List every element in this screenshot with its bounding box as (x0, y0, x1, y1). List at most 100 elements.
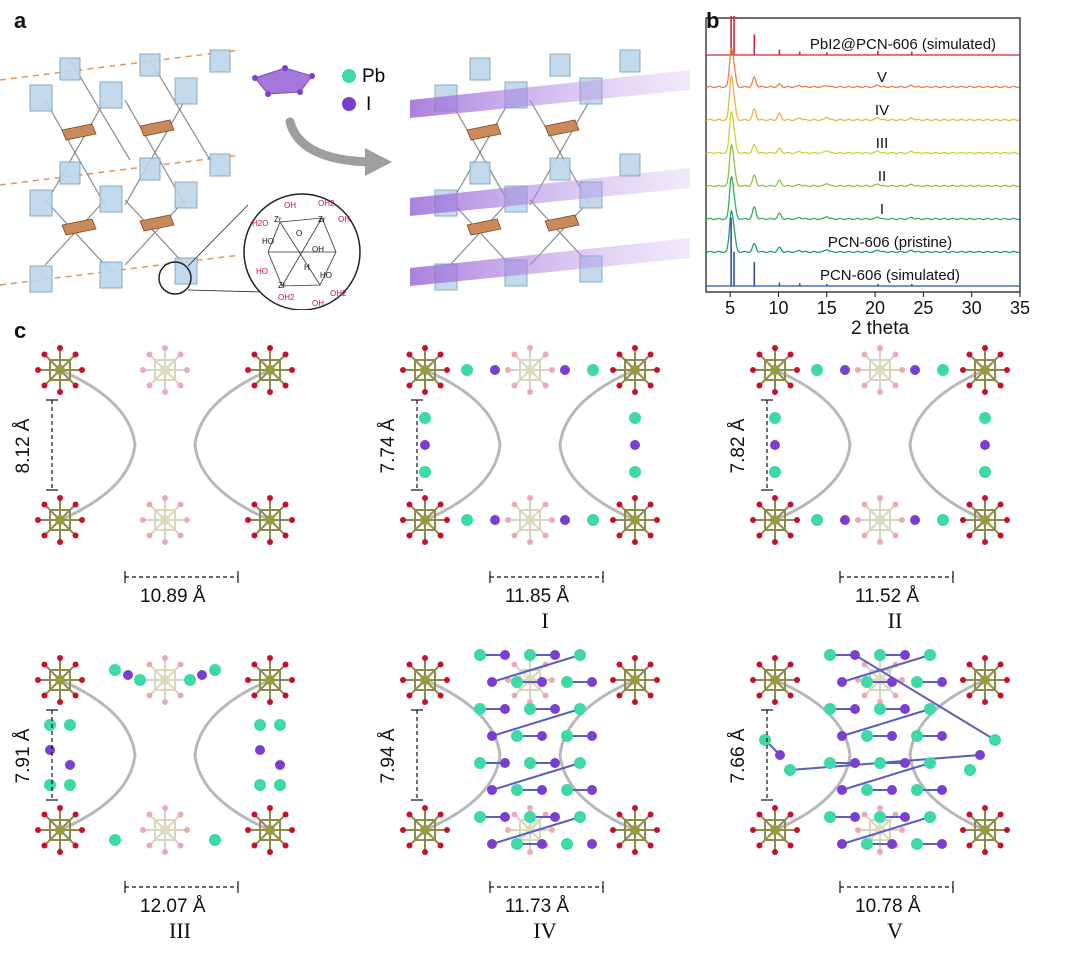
iodine-atom (255, 745, 265, 755)
iodine-atom (587, 677, 597, 687)
structure-3 (35, 655, 295, 893)
iodine-atom (537, 785, 547, 795)
zr-node (750, 805, 800, 855)
iodine-atom (937, 731, 947, 741)
iodine-atom (900, 650, 910, 660)
pb-atom (937, 514, 949, 526)
pb-atom (524, 811, 536, 823)
series-label: IV (875, 102, 889, 119)
iodine-atom (937, 785, 947, 795)
pb-atom (254, 779, 266, 791)
x-axis-label: 2 theta (851, 318, 910, 339)
iodine-atom (537, 839, 547, 849)
pb-atom (134, 674, 146, 686)
iodine-atom (275, 760, 285, 770)
svg-text:HO: HO (256, 267, 268, 276)
iodine-atom (537, 731, 547, 741)
pb-atom (419, 466, 431, 478)
structure-5 (750, 649, 1010, 893)
pb-atom (574, 757, 586, 769)
iodine-atom (887, 731, 897, 741)
series-0: PbI2@PCN-606 (simulated) (706, 16, 1020, 56)
pb-atom (44, 719, 56, 731)
vertical-distance-label: 7.94 Å (378, 728, 399, 784)
series-label: I (880, 201, 884, 218)
x-tick-label: 25 (913, 298, 933, 318)
horizontal-distance-label: 10.89 Å (140, 586, 206, 607)
series-label: II (878, 168, 886, 185)
zr-node (960, 655, 1010, 705)
pb-atom (184, 674, 196, 686)
pb-atom (824, 703, 836, 715)
svg-text:HO: HO (262, 237, 274, 246)
plot-frame (705, 17, 1021, 293)
pb-atom (209, 664, 221, 676)
linker (59, 368, 271, 522)
horizontal-distance-label: 10.78 Å (855, 896, 921, 917)
iodine-atom (910, 365, 920, 375)
pb-atom (769, 412, 781, 424)
pbi2-molecule-icon (252, 65, 315, 97)
pb-atom (989, 734, 1001, 746)
iodine-atom (500, 650, 510, 660)
series-1: V (705, 47, 1020, 89)
element-legend: Pb I (342, 66, 385, 115)
zr-node (960, 805, 1010, 855)
iodine-atom (900, 758, 910, 768)
pb-atom (44, 779, 56, 791)
svg-text:OH: OH (338, 215, 350, 224)
vertical-distance-label: 8.12 Å (13, 418, 34, 474)
zr-node (245, 805, 295, 855)
x-tick-label: 10 (768, 298, 788, 318)
iodine-atom (550, 704, 560, 714)
pb-atom (274, 779, 286, 791)
zr-node (245, 345, 295, 395)
pb-atom (874, 649, 886, 661)
pb-atom (511, 838, 523, 850)
structure-label: III (169, 918, 191, 943)
pb-atom (861, 676, 873, 688)
svg-text:OH: OH (312, 299, 324, 308)
pb-atom (474, 757, 486, 769)
pb-atom (524, 757, 536, 769)
series-label: PCN-606 (simulated) (820, 267, 960, 284)
zr-node (505, 495, 555, 545)
svg-text:O: O (296, 229, 302, 238)
pb-atom (861, 838, 873, 850)
pb-atom (561, 838, 573, 850)
iodine-atom (837, 731, 847, 741)
zr-node (400, 655, 450, 705)
zr-node (140, 805, 190, 855)
iodine-atom (850, 650, 860, 660)
pb-atom (824, 649, 836, 661)
vertical-distance-label: 7.66 Å (728, 728, 749, 784)
iodine-atom (560, 365, 570, 375)
series-6: PCN-606 (pristine) (705, 209, 1020, 254)
panel-c-structures (35, 345, 1010, 893)
iodine-atom (837, 839, 847, 849)
linker (774, 368, 986, 522)
pb-atom (874, 703, 886, 715)
iodine-legend-label: I (366, 94, 371, 115)
pb-atom (511, 676, 523, 688)
zr-node (855, 345, 905, 395)
pb-atom (561, 730, 573, 742)
pb-atom (924, 649, 936, 661)
panel-letter-c: c (14, 318, 27, 343)
iodine-atom (850, 704, 860, 714)
x-tick-label: 30 (962, 298, 982, 318)
pb-atom (64, 779, 76, 791)
distance-caps (411, 399, 604, 583)
pb-legend-dot (342, 69, 356, 83)
zr-node (140, 495, 190, 545)
pbi2-guest (769, 364, 991, 526)
pb-atom (109, 834, 121, 846)
linker (774, 678, 986, 832)
pb-atom (629, 412, 641, 424)
iodine-atom (487, 677, 497, 687)
horizontal-distance-label: 11.85 Å (505, 586, 570, 607)
vertical-distance-label: 7.74 Å (378, 418, 399, 474)
pb-atom (511, 730, 523, 742)
series-line (705, 47, 1020, 89)
svg-text:Zr: Zr (278, 281, 286, 290)
